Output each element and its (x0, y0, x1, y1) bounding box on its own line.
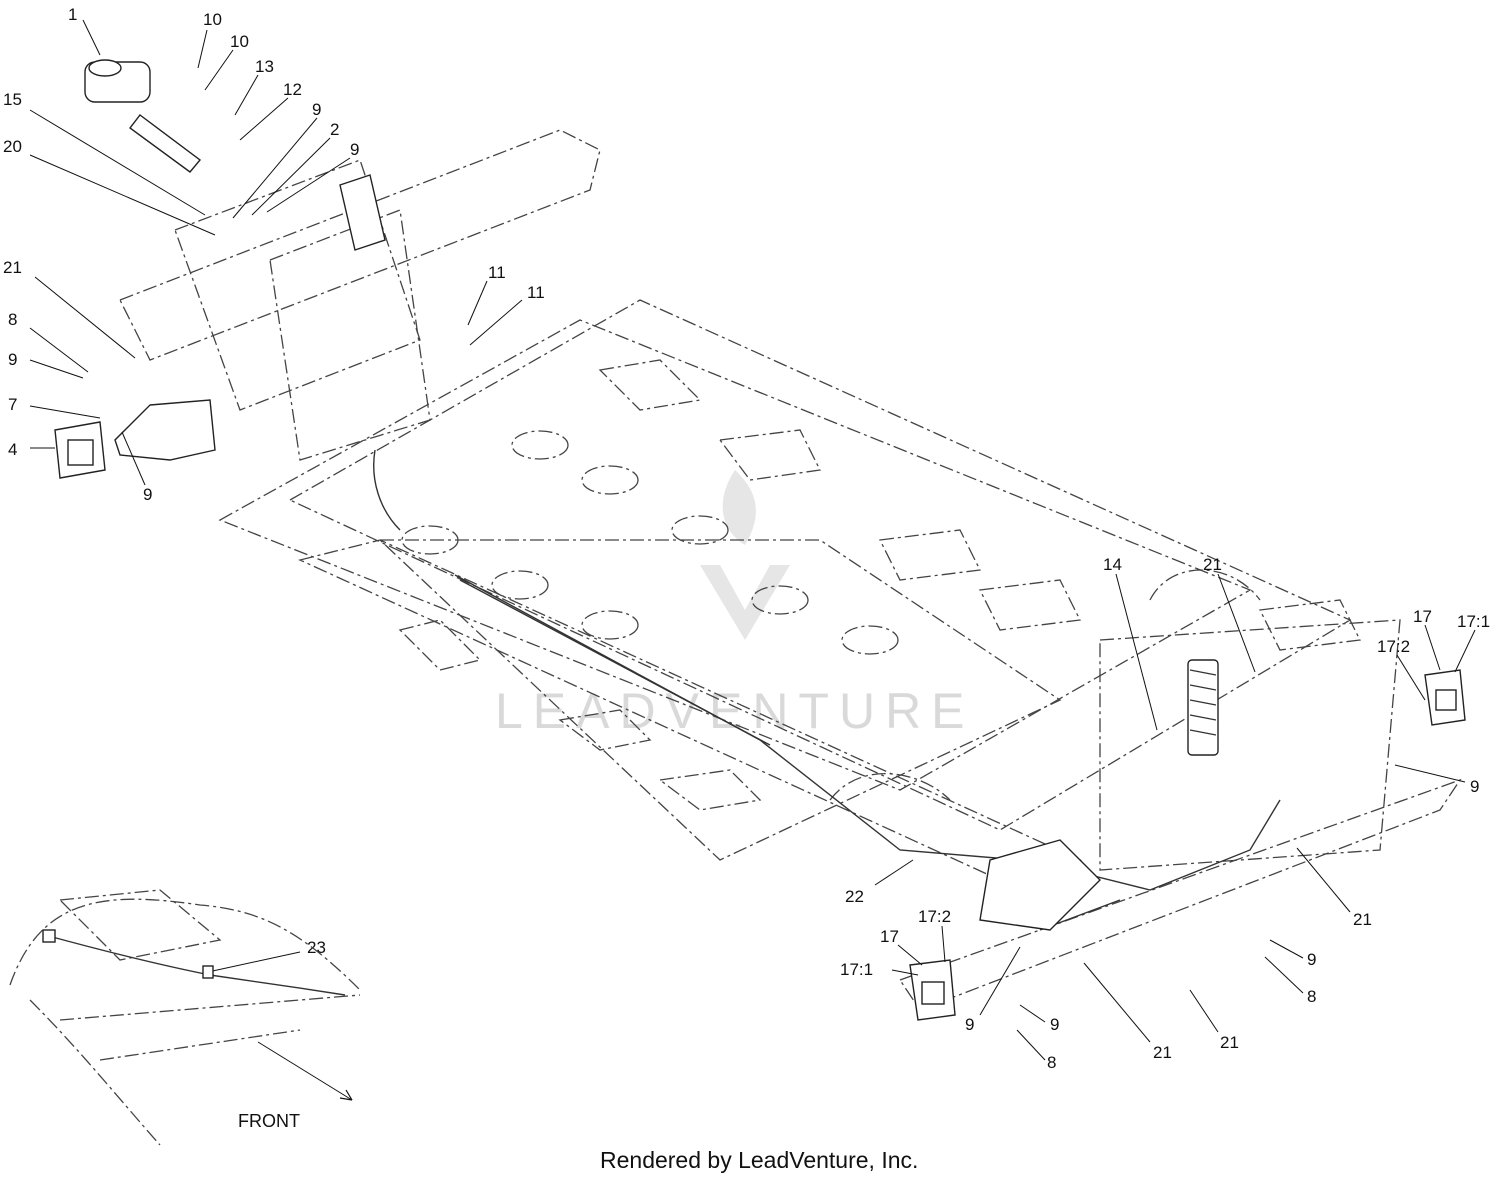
rear-shock-absorber (1187, 659, 1219, 756)
callout-12: 12 (283, 80, 302, 99)
callout-7: 7 (8, 395, 17, 414)
callout-10: 10 (230, 32, 249, 51)
callout-2: 2 (330, 120, 339, 139)
rear-differential (979, 839, 1101, 931)
callout-21: 21 (1203, 555, 1222, 574)
watermark-text: LEADVENTURE (495, 683, 975, 739)
callout-22: 22 (845, 887, 864, 906)
front-shock-absorber (339, 174, 386, 251)
callout-21: 21 (1153, 1043, 1172, 1062)
inset-detail-view: FRONT (9, 889, 361, 1146)
front-label: FRONT (238, 1111, 300, 1131)
callout-15: 15 (3, 90, 22, 109)
callout-8: 8 (8, 310, 17, 329)
callout-17: 17 (880, 927, 899, 946)
callout-21: 21 (3, 258, 22, 277)
callout-9: 9 (1050, 1015, 1059, 1034)
callout-13: 13 (255, 57, 274, 76)
rear-left-brake-caliper (909, 959, 956, 1021)
callout-17-2: 17:2 (1377, 637, 1410, 656)
callout-8: 8 (1307, 987, 1316, 1006)
callout-9: 9 (965, 1015, 974, 1034)
callout-17-1: 17:1 (840, 960, 873, 979)
callout-14: 14 (1103, 555, 1122, 574)
callout-8: 8 (1047, 1053, 1056, 1072)
callout-17-1: 17:1 (1457, 612, 1490, 631)
callout-20: 20 (3, 137, 22, 156)
leader-lines (29, 19, 1476, 1061)
callout-1: 1 (68, 5, 77, 24)
callout-11: 11 (488, 263, 506, 282)
callout-9: 9 (312, 100, 321, 119)
callout-17: 17 (1413, 607, 1432, 626)
master-cylinder-reservoir (84, 59, 202, 173)
callout-4: 4 (8, 440, 17, 459)
callout-17-2: 17:2 (918, 907, 951, 926)
callout-labels: 1 10 10 13 12 15 20 9 2 9 21 8 9 7 4 9 1… (3, 5, 1490, 1072)
callout-9: 9 (1307, 950, 1316, 969)
chassis-frame (119, 129, 1462, 1011)
footer-credit: Rendered by LeadVenture, Inc. (600, 1147, 918, 1173)
callout-10: 10 (203, 10, 222, 29)
leadventure-logo-watermark: LEADVENTURE (495, 470, 975, 739)
callout-9: 9 (143, 485, 152, 504)
rear-right-brake-caliper (1424, 669, 1466, 726)
callout-9: 9 (350, 140, 359, 159)
parts (54, 59, 1466, 1021)
callout-21: 21 (1220, 1033, 1239, 1052)
callout-23: 23 (307, 938, 326, 957)
left-spindle (114, 399, 216, 461)
callout-11: 11 (527, 283, 545, 302)
callout-9: 9 (8, 350, 17, 369)
callout-21: 21 (1353, 910, 1372, 929)
callout-9: 9 (1470, 777, 1479, 796)
front-left-brake-caliper (54, 421, 106, 479)
